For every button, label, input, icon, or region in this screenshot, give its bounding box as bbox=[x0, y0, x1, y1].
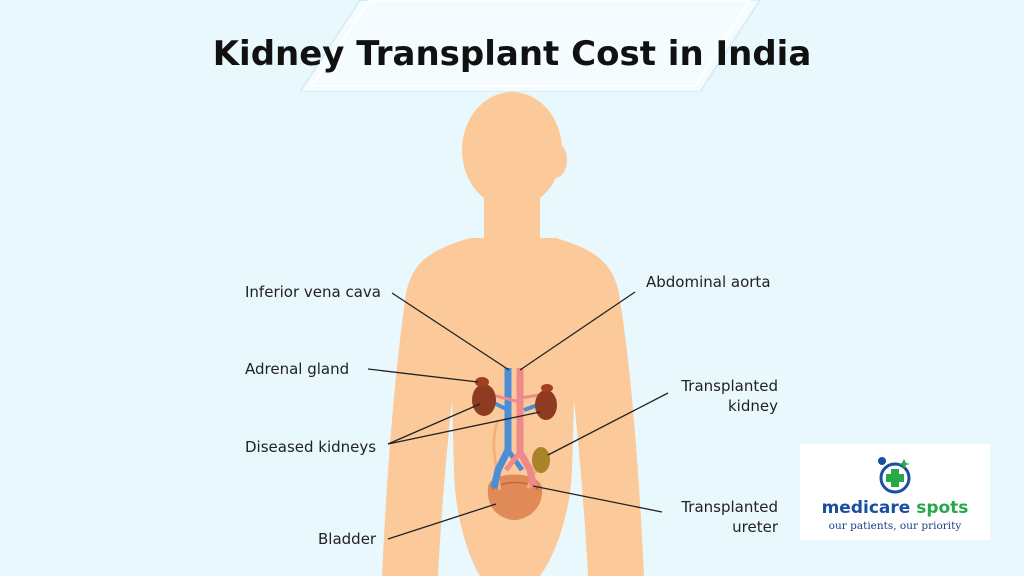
left-diseased-kidney bbox=[472, 384, 496, 416]
logo-wordmark-part1: medicare bbox=[821, 498, 911, 518]
label-transplanted-kidney-line1: Transplanted bbox=[681, 377, 778, 395]
leader-lines bbox=[367, 291, 669, 540]
medicare-spots-logo: medicare spots our patients, our priorit… bbox=[800, 444, 990, 540]
label-abdominal-aorta: Abdominal aorta bbox=[646, 273, 771, 291]
right-diseased-kidney bbox=[535, 390, 557, 420]
logo-wordmark: medicare spots bbox=[800, 498, 990, 518]
label-adrenal-gland: Adrenal gland bbox=[245, 360, 350, 378]
human-body-silhouette bbox=[382, 92, 644, 576]
label-transplanted-ureter-line1: Transplanted bbox=[681, 498, 778, 516]
title-banner-decoration bbox=[300, 0, 760, 92]
label-inferior-vena-cava: Inferior vena cava bbox=[245, 283, 381, 301]
page-title: Kidney Transplant Cost in India bbox=[212, 34, 812, 74]
label-transplanted-kidney-line2: kidney bbox=[728, 397, 778, 415]
label-bladder: Bladder bbox=[318, 530, 377, 548]
logo-wordmark-part2: spots bbox=[910, 498, 969, 518]
medical-cross-person-icon bbox=[878, 457, 911, 494]
logo-tagline: our patients, our priority bbox=[828, 520, 962, 532]
label-transplanted-ureter: Transplanted ureter bbox=[660, 497, 778, 537]
transplanted-kidney-organ bbox=[532, 447, 550, 473]
label-diseased-kidneys: Diseased kidneys bbox=[245, 438, 377, 456]
abdominal-aorta-vessel bbox=[491, 368, 541, 489]
adrenal-gland-left bbox=[475, 377, 489, 387]
label-transplanted-kidney: Transplanted kidney bbox=[660, 376, 778, 416]
label-transplanted-ureter-line2: ureter bbox=[732, 518, 778, 536]
adrenal-gland-right bbox=[541, 384, 553, 392]
